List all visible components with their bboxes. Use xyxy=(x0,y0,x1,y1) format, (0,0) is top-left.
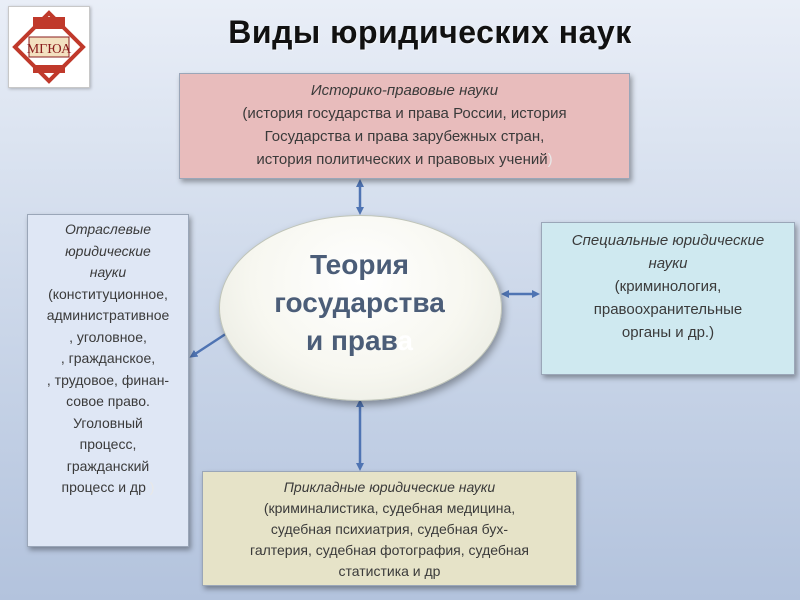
applied-legal-body: (криминалистика, судебная медицина, суде… xyxy=(250,500,529,579)
applied-legal-heading: Прикладные юридические науки xyxy=(283,479,496,495)
central-theory-tail: а xyxy=(397,325,413,356)
page-title: Виды юридических наук xyxy=(228,14,632,50)
logo-text: МГЮА xyxy=(27,42,72,57)
special-legal-body: (криминология, правоохранительные органы… xyxy=(593,278,743,341)
central-ellipse xyxy=(219,215,502,401)
historical-legal-body: (история государства и права России, ист… xyxy=(242,105,567,168)
special-legal-heading: Специальные юридические науки xyxy=(571,232,765,272)
historical-legal-sciences-box: Историко-правовые науки (история государ… xyxy=(179,73,630,179)
historical-legal-close: ) xyxy=(547,151,553,168)
branch-legal-heading: Отраслевые юридические науки xyxy=(64,221,152,280)
branch-legal-body: (конституционное, административное , уго… xyxy=(46,285,170,496)
central-theory-label: Теория государства и права xyxy=(219,246,500,360)
central-theory-main: Теория государства и прав xyxy=(274,249,445,356)
branch-legal-sciences-box: Отраслевые юридические науки (конституци… xyxy=(27,214,189,547)
mgyua-logo-icon: МГЮА xyxy=(8,6,90,88)
special-legal-sciences-box: Специальные юридические науки (криминоло… xyxy=(541,222,795,375)
branch-legal-close: ) xyxy=(149,479,155,495)
historical-legal-heading: Историко-правовые науки xyxy=(310,82,499,99)
applied-legal-sciences-box: Прикладные юридические науки (криминалис… xyxy=(202,471,577,586)
